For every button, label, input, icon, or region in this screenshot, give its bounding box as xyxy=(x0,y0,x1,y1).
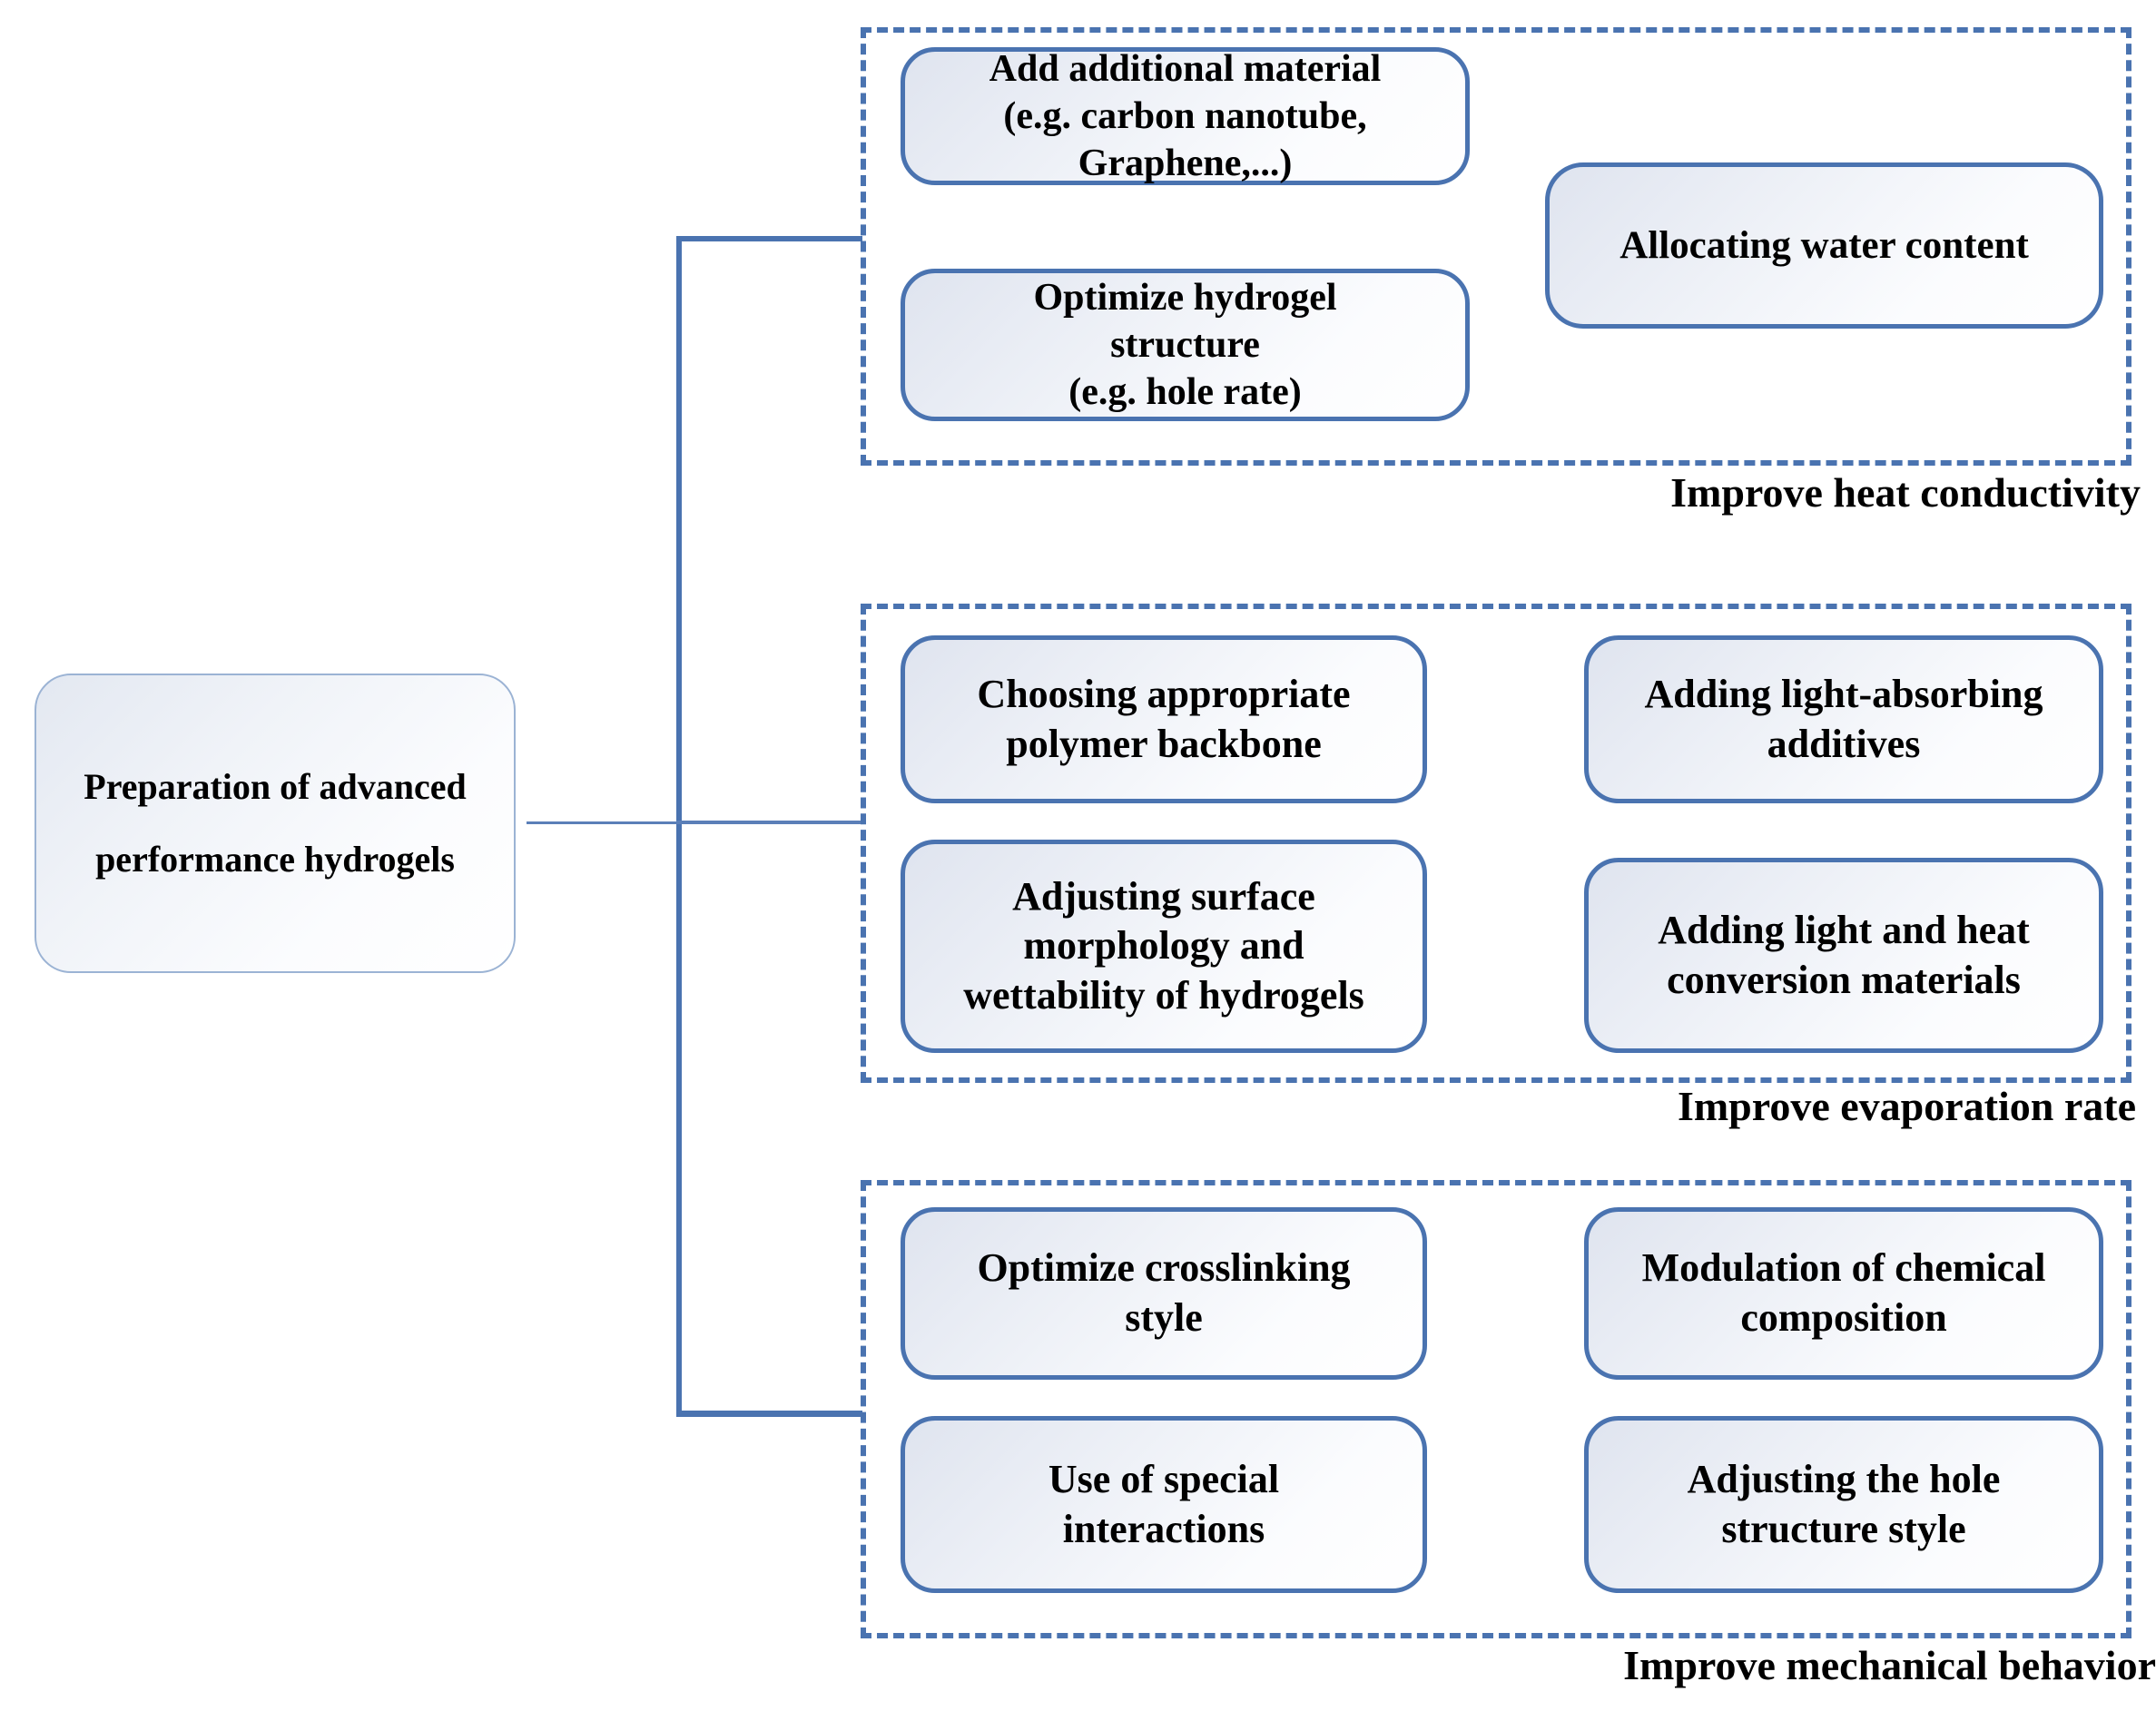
node-adding-light-absorbing-additives-label: Adding light-absorbing additives xyxy=(1644,671,2043,766)
node-add-additional-material-label: Add additional material (e.g. carbon nan… xyxy=(989,47,1382,185)
node-adjusting-the-hole-structure-style[interactable]: Adjusting the hole structure style xyxy=(1584,1416,2103,1593)
node-optimize-hydrogel-structure[interactable]: Optimize hydrogel structure (e.g. hole r… xyxy=(901,269,1470,421)
node-optimize-crosslinking-style[interactable]: Optimize crosslinking style xyxy=(901,1207,1427,1380)
node-use-of-special-interactions-label: Use of special interactions xyxy=(1048,1456,1280,1551)
group-improve-mechanical-behavior xyxy=(861,1180,2131,1638)
connector-vertical-trunk xyxy=(676,236,682,1416)
group-label-improve-mechanical-behavior: Improve mechanical behavior xyxy=(1623,1642,2156,1688)
node-optimize-hydrogel-structure-label: Optimize hydrogel structure (e.g. hole r… xyxy=(1033,276,1337,414)
connector-root-stem xyxy=(527,821,681,824)
node-allocating-water-content[interactable]: Allocating water content xyxy=(1545,162,2103,329)
node-allocating-water-content-label: Allocating water content xyxy=(1619,223,2029,267)
node-use-of-special-interactions[interactable]: Use of special interactions xyxy=(901,1416,1427,1593)
node-adding-light-absorbing-additives[interactable]: Adding light-absorbing additives xyxy=(1584,635,2103,803)
node-modulation-of-chemical-composition[interactable]: Modulation of chemical composition xyxy=(1584,1207,2103,1380)
node-modulation-of-chemical-composition-label: Modulation of chemical composition xyxy=(1641,1245,2046,1340)
root-node-label: Preparation of advanced performance hydr… xyxy=(84,766,467,880)
node-choosing-appropriate-polymer-backbone-label: Choosing appropriate polymer backbone xyxy=(977,671,1351,766)
node-choosing-appropriate-polymer-backbone[interactable]: Choosing appropriate polymer backbone xyxy=(901,635,1427,803)
connector-branch-middle xyxy=(676,821,862,824)
root-node-preparation-of-advanced-performance-hydrogels[interactable]: Preparation of advanced performance hydr… xyxy=(34,674,516,973)
group-label-improve-evaporation-rate: Improve evaporation rate xyxy=(1677,1083,2136,1129)
node-adjusting-the-hole-structure-style-label: Adjusting the hole structure style xyxy=(1687,1456,2001,1551)
group-improve-evaporation-rate xyxy=(861,604,2131,1083)
group-improve-heat-conductivity xyxy=(861,27,2131,466)
group-label-improve-heat-conductivity: Improve heat conductivity xyxy=(1670,469,2141,516)
node-optimize-crosslinking-style-label: Optimize crosslinking style xyxy=(977,1245,1351,1340)
node-adjusting-surface-morphology[interactable]: Adjusting surface morphology and wettabi… xyxy=(901,840,1427,1053)
node-adding-light-and-heat-conversion-materials-label: Adding light and heat conversion materia… xyxy=(1658,907,2030,1002)
node-add-additional-material[interactable]: Add additional material (e.g. carbon nan… xyxy=(901,47,1470,185)
connector-branch-top xyxy=(676,236,862,241)
node-adjusting-surface-morphology-label: Adjusting surface morphology and wettabi… xyxy=(963,873,1364,1018)
node-adding-light-and-heat-conversion-materials[interactable]: Adding light and heat conversion materia… xyxy=(1584,858,2103,1053)
connector-branch-bottom xyxy=(676,1411,862,1417)
